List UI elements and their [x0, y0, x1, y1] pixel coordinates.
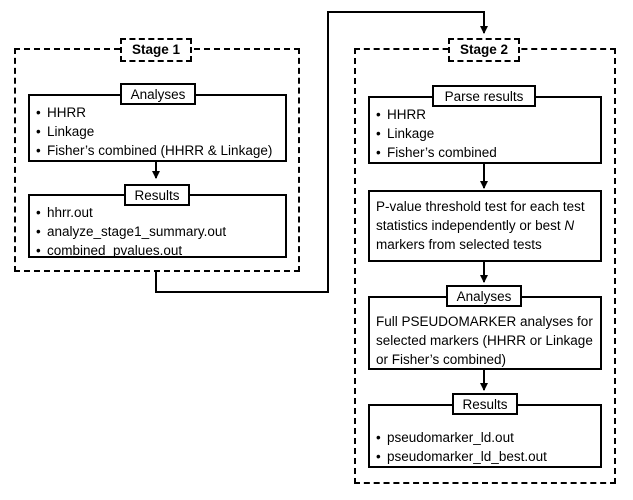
threshold-text: P-value threshold test for each test sta…	[370, 197, 600, 254]
stage1-results-item: analyze_stage1_summary.out	[36, 222, 285, 241]
stage1-analyses-item: Linkage	[36, 122, 285, 141]
stage2-results-label: Results	[452, 393, 518, 415]
parse-results-item: HHRR	[376, 105, 600, 124]
stage1-results-item: hhrr.out	[36, 203, 285, 222]
stage1-results-box: hhrr.out analyze_stage1_summary.out comb…	[28, 194, 287, 260]
stage2-results-item: pseudomarker_ld.out	[376, 428, 600, 447]
parse-results-item: Fisher’s combined	[376, 143, 600, 162]
stage2-analyses-label: Analyses	[446, 285, 522, 307]
stage1-analyses-item: HHRR	[36, 103, 285, 122]
stage2-title: Stage 2	[448, 38, 520, 62]
parse-results-label: Parse results	[432, 85, 536, 107]
parse-results-item: Linkage	[376, 124, 600, 143]
stage1-results-label: Results	[124, 184, 190, 206]
stage1-analyses-label: Analyses	[120, 83, 196, 105]
threshold-n: N	[564, 218, 575, 233]
stage1-analyses-box: HHRR Linkage Fisher’s combined (HHRR & L…	[28, 94, 287, 162]
threshold-box: P-value threshold test for each test sta…	[368, 190, 602, 262]
stage2-analyses-box: Full PSEUDOMARKER analyses for selected …	[368, 296, 602, 370]
stage1-to-stage2-connector	[155, 11, 488, 293]
stage1-results-item: combined_pvalues.out	[36, 241, 285, 260]
stage2-analyses-text: Full PSEUDOMARKER analyses for selected …	[376, 314, 593, 367]
stage1-analyses-item: Fisher’s combined (HHRR & Linkage)	[36, 141, 285, 160]
stage1-title: Stage 1	[120, 38, 192, 62]
parse-results-box: HHRR Linkage Fisher’s combined	[368, 96, 602, 164]
threshold-text-after: markers from selected tests	[376, 237, 542, 252]
stage2-results-box: pseudomarker_ld.out pseudomarker_ld_best…	[368, 404, 602, 468]
stage2-results-item: pseudomarker_ld_best.out	[376, 447, 600, 466]
threshold-text-before: P-value threshold test for each test sta…	[376, 199, 585, 233]
